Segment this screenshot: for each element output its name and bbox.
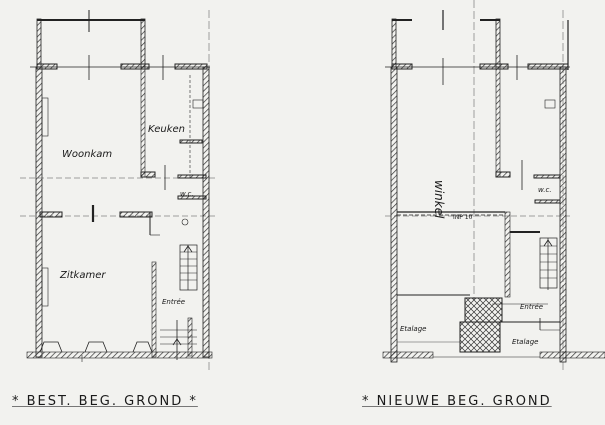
room-label-woonkamer: Woonkam bbox=[62, 149, 113, 160]
existing-plan bbox=[20, 10, 215, 370]
room-label-winkel: winkel bbox=[432, 180, 446, 219]
beam-label-inp10: INP 10 bbox=[453, 214, 473, 221]
room-label-wc: w.c. bbox=[180, 190, 194, 198]
room-label-zitkamer: Zitkamer bbox=[60, 270, 106, 281]
room-label-wc-new: w.c. bbox=[538, 186, 552, 194]
plan-title-new: * NIEUWE BEG. GROND bbox=[362, 394, 552, 409]
room-label-etalage-right: Etalage bbox=[512, 338, 539, 346]
room-label-entree: Entrée bbox=[162, 298, 186, 306]
room-label-etalage-left: Etalage bbox=[400, 325, 427, 333]
room-label-keuken: Keuken bbox=[148, 124, 185, 135]
plan-title-existing: * BEST. BEG. GROND * bbox=[12, 394, 198, 409]
new-plan bbox=[382, 0, 605, 370]
room-label-entree-new: Entrée bbox=[520, 303, 544, 311]
